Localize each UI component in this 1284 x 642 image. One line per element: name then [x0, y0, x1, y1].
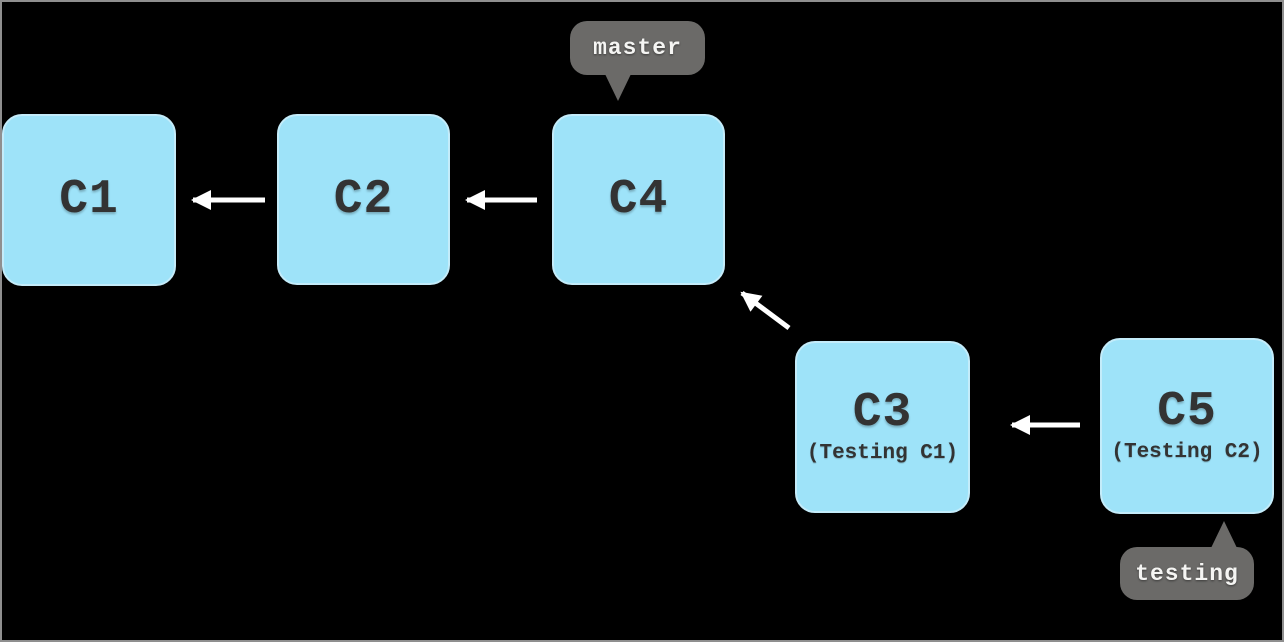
commit-note-label: (Testing C1)	[806, 442, 959, 465]
commit-node-c2: C2	[277, 114, 450, 285]
commit-note-label: (Testing C2)	[1111, 441, 1263, 464]
parent-arrow-c3-to-c4	[740, 290, 791, 331]
commit-node-c3: C3(Testing C1)	[795, 341, 970, 513]
commit-id-label: C1	[59, 173, 119, 227]
bubble-tail-down-icon	[605, 74, 631, 101]
branch-name-text: master	[593, 35, 682, 61]
branch-label-master: master	[570, 21, 705, 101]
commit-node-c5: C5(Testing C2)	[1100, 338, 1274, 514]
commit-id-label: C5	[1157, 385, 1217, 439]
commit-node-c1: C1	[2, 114, 176, 286]
commit-id-label: C3	[852, 386, 913, 440]
commit-id-label: C2	[333, 172, 394, 227]
commit-node-c4: C4	[552, 114, 725, 285]
commit-id-label: C4	[608, 172, 669, 227]
bubble-tail-up-icon	[1211, 521, 1237, 548]
branch-name-text: testing	[1135, 560, 1239, 587]
branch-label-testing: testing	[1120, 521, 1254, 600]
